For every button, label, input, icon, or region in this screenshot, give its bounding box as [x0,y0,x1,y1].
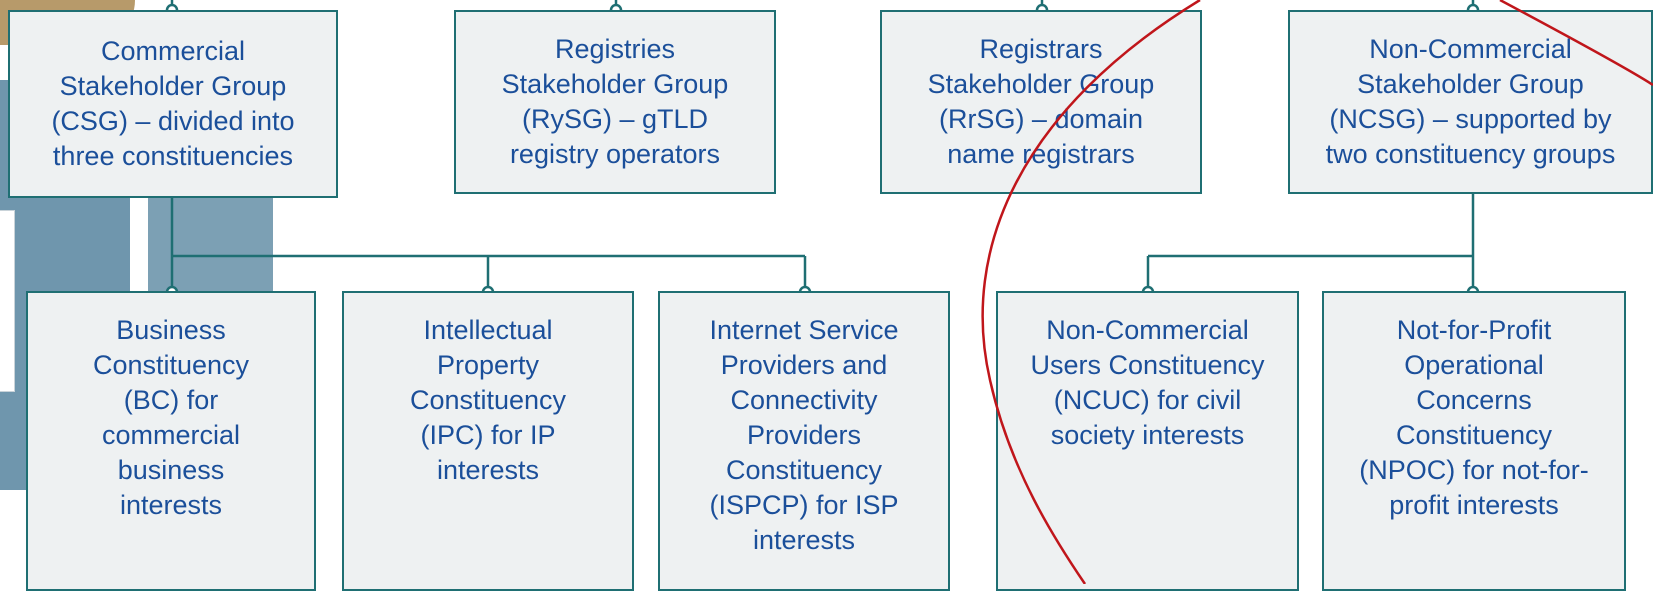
box-ncuc: Non-Commercial Users Constituency (NCUC)… [996,291,1299,591]
box-ispcp: Internet Service Providers and Connectiv… [658,291,950,591]
box-ispcp-label: Internet Service Providers and Connectiv… [709,315,899,555]
decor-blue-shape-right [148,185,273,295]
box-ncsg-label: Non-Commercial Stakeholder Group (NCSG) … [1325,34,1616,169]
box-csg: Commercial Stakeholder Group (CSG) – div… [8,10,338,198]
decor-white-panel [0,210,15,392]
box-bc-label: Business Constituency (BC) for commercia… [92,315,250,520]
box-ncuc-label: Non-Commercial Users Constituency (NCUC)… [1030,315,1265,450]
box-npoc-label: Not-for-Profit Operational Concerns Cons… [1359,315,1589,520]
box-rysg-label: Registries Stakeholder Group (RySG) – gT… [501,34,729,169]
box-rysg: Registries Stakeholder Group (RySG) – gT… [454,10,776,194]
box-ipc-label: Intellectual Property Constituency (IPC)… [409,315,567,485]
box-csg-label: Commercial Stakeholder Group (CSG) – div… [51,36,295,171]
box-ipc: Intellectual Property Constituency (IPC)… [342,291,634,591]
box-bc: Business Constituency (BC) for commercia… [26,291,316,591]
annotation-circle [981,0,1653,584]
box-ncsg: Non-Commercial Stakeholder Group (NCSG) … [1288,10,1653,194]
